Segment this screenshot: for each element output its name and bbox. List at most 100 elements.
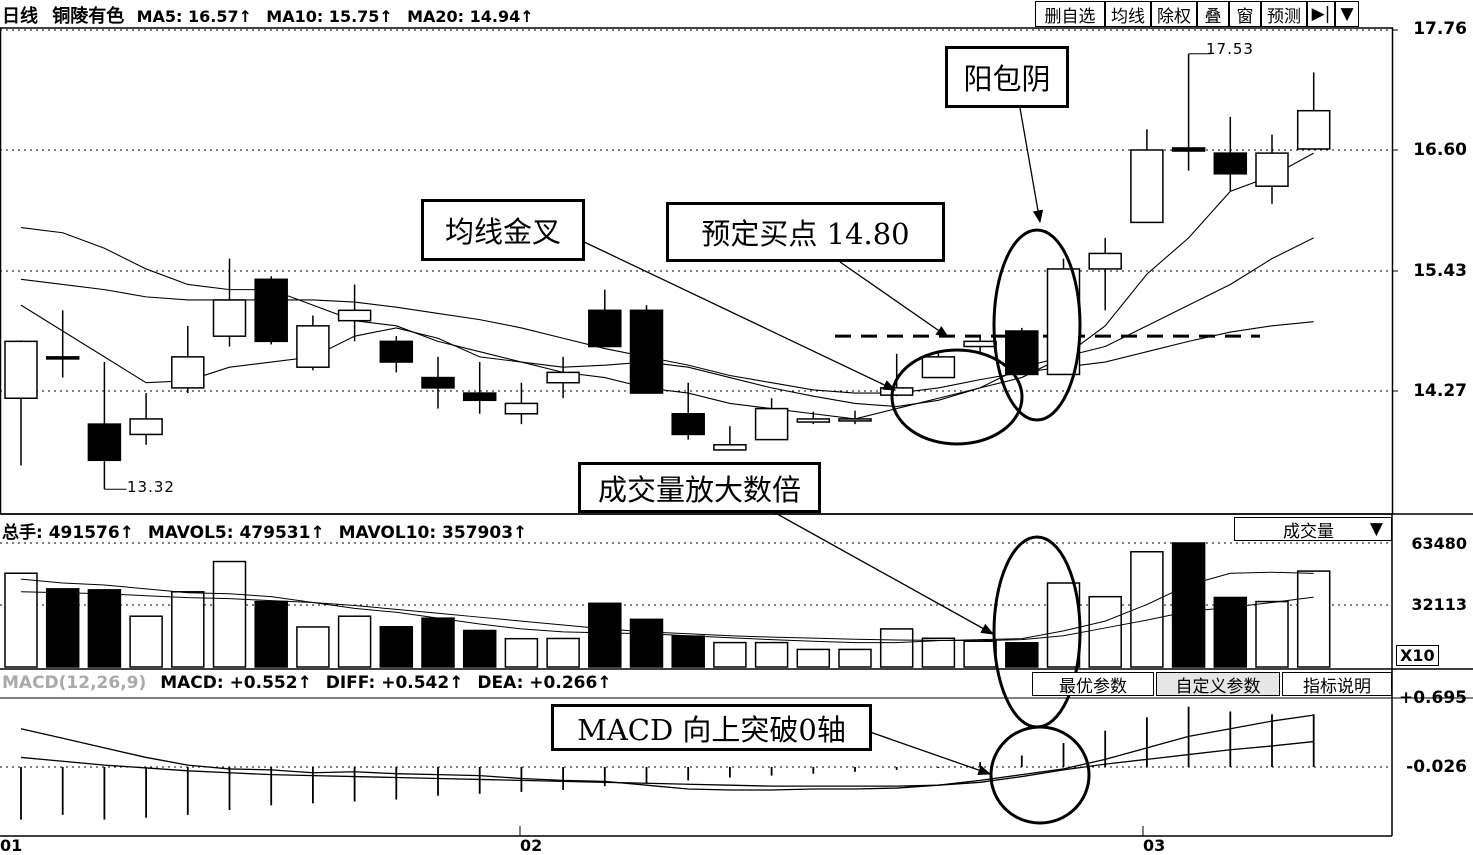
volume-selector[interactable]: 成交量 ▼ [1234, 517, 1392, 542]
price-tick: 15.43 [1413, 261, 1467, 281]
diff-value: DIFF: +0.542↑ [325, 673, 464, 693]
callout-volume-surge: 成交量放大数倍 [578, 462, 821, 513]
yang-ellipse [992, 228, 1082, 422]
volume-bar [296, 626, 330, 668]
ma20-value: MA20: 14.94↑ [407, 7, 534, 26]
macd-value: MACD: +0.552↑ [160, 673, 312, 693]
ma10-value: MA10: 15.75↑ [266, 7, 393, 26]
macd-arrow [869, 731, 992, 776]
macd-params: MACD(12,26,9) [2, 673, 147, 693]
volume-bar [462, 629, 497, 668]
volume-ma-line-0 [20, 571, 1314, 644]
dea-line [20, 740, 1314, 787]
volume-bar [421, 617, 455, 668]
candle-body [546, 371, 580, 384]
candle-body [671, 413, 705, 436]
volume-bar [921, 637, 956, 668]
volume-bar [671, 635, 705, 668]
overlay-button[interactable]: 叠 [1197, 1, 1229, 27]
price-tick: 17.76 [1413, 19, 1467, 39]
candle-body [379, 340, 414, 363]
yang-arrow [1019, 107, 1044, 224]
custom-params-button[interactable]: 自定义参数 [1156, 672, 1280, 697]
remove-watchlist-button[interactable]: 删自选 [1035, 1, 1105, 27]
volume-bar [1046, 582, 1081, 668]
high-marker-label: 17.53 [1206, 40, 1254, 58]
volume-header: 总手: 491576↑ MAVOL5: 479531↑ MAVOL10: 357… [2, 518, 527, 543]
candle-body [588, 309, 622, 348]
callout-golden-cross: 均线金叉 [421, 199, 585, 261]
candle-body [254, 278, 288, 343]
dropdown-icon[interactable]: ▼ [1335, 1, 1359, 27]
price-header: 日线 铜陵有色 MA5: 16.57↑ MA10: 15.75↑ MA20: 1… [2, 2, 534, 28]
candle-body [296, 325, 330, 368]
candle-body [337, 309, 372, 322]
macd-tick: -0.026 [1406, 757, 1467, 777]
ma5-value: MA5: 16.57↑ [136, 7, 252, 26]
best-params-button[interactable]: 最优参数 [1032, 672, 1154, 697]
volume-tick: 63480 [1411, 534, 1467, 553]
candle-body [171, 356, 205, 389]
indicator-help-button[interactable]: 指标说明 [1282, 672, 1392, 697]
candle-body [921, 356, 956, 379]
cross-ellipse [890, 348, 1024, 446]
candle-body [1046, 268, 1081, 376]
macd-tick: +0.695 [1398, 688, 1467, 708]
volume-bar [504, 637, 539, 668]
volume-bar [87, 589, 122, 668]
candle-body [713, 444, 747, 451]
candle-body [421, 376, 455, 389]
callout-yang-bao-yin: 阳包阴 [945, 46, 1069, 108]
x-tick: 01 [0, 836, 23, 855]
next-icon[interactable]: ▶| [1307, 1, 1335, 27]
volume-scale-badge: X10 [1396, 645, 1439, 666]
callout-macd-break: MACD 向上突破0轴 [551, 704, 872, 751]
candle-body [879, 387, 914, 396]
candle-body [504, 402, 539, 415]
ex-rights-button[interactable]: 除权 [1151, 1, 1197, 27]
candle-body [45, 356, 80, 360]
price-tick: 16.60 [1413, 140, 1467, 160]
ma-line-1 [20, 237, 1314, 408]
volume-arrow [769, 509, 995, 635]
candle-body [1213, 152, 1248, 175]
volume-bar [129, 615, 163, 668]
volume-bar [4, 572, 38, 668]
ma-line-0 [20, 152, 1314, 420]
stock-name: 铜陵有色 [52, 6, 125, 27]
volume-bar [1213, 596, 1248, 668]
volume-selector-label: 成交量 [1283, 521, 1334, 542]
ma-button[interactable]: 均线 [1105, 1, 1151, 27]
macd-ellipse [989, 725, 1091, 825]
candle-body [1130, 149, 1164, 224]
volume-bar [879, 628, 914, 668]
candle-body [4, 340, 38, 399]
volume-bar [546, 637, 580, 668]
volume-bar [254, 600, 288, 668]
candle-body [1005, 330, 1039, 376]
volume-bar [754, 641, 789, 668]
diff-line [20, 714, 1314, 791]
window-button[interactable]: 窗 [1229, 1, 1261, 27]
dea-value: DEA: +0.266↑ [477, 673, 612, 693]
period-label: 日线 [2, 6, 38, 27]
candle-body [1088, 252, 1122, 270]
volume-bar [1088, 595, 1122, 668]
volume-bar [629, 618, 664, 668]
candle-body [838, 418, 872, 422]
x-tick: 02 [520, 836, 543, 855]
macd-header: MACD(12,26,9) MACD: +0.552↑ DIFF: +0.542… [2, 673, 612, 693]
volume-bar [963, 640, 997, 668]
candle-body [629, 309, 664, 394]
price-tick: 14.27 [1413, 381, 1467, 401]
volume-total: 总手: 491576↑ [2, 523, 134, 543]
low-marker-label: 13.32 [127, 478, 175, 496]
candle-body [796, 418, 831, 423]
volume-tick: 32113 [1411, 595, 1467, 614]
volume-bar [212, 560, 247, 668]
forecast-button[interactable]: 预测 [1261, 1, 1307, 27]
candle-body [129, 418, 163, 436]
candle-body [963, 340, 997, 348]
mavol5-value: MAVOL5: 479531↑ [147, 523, 325, 543]
